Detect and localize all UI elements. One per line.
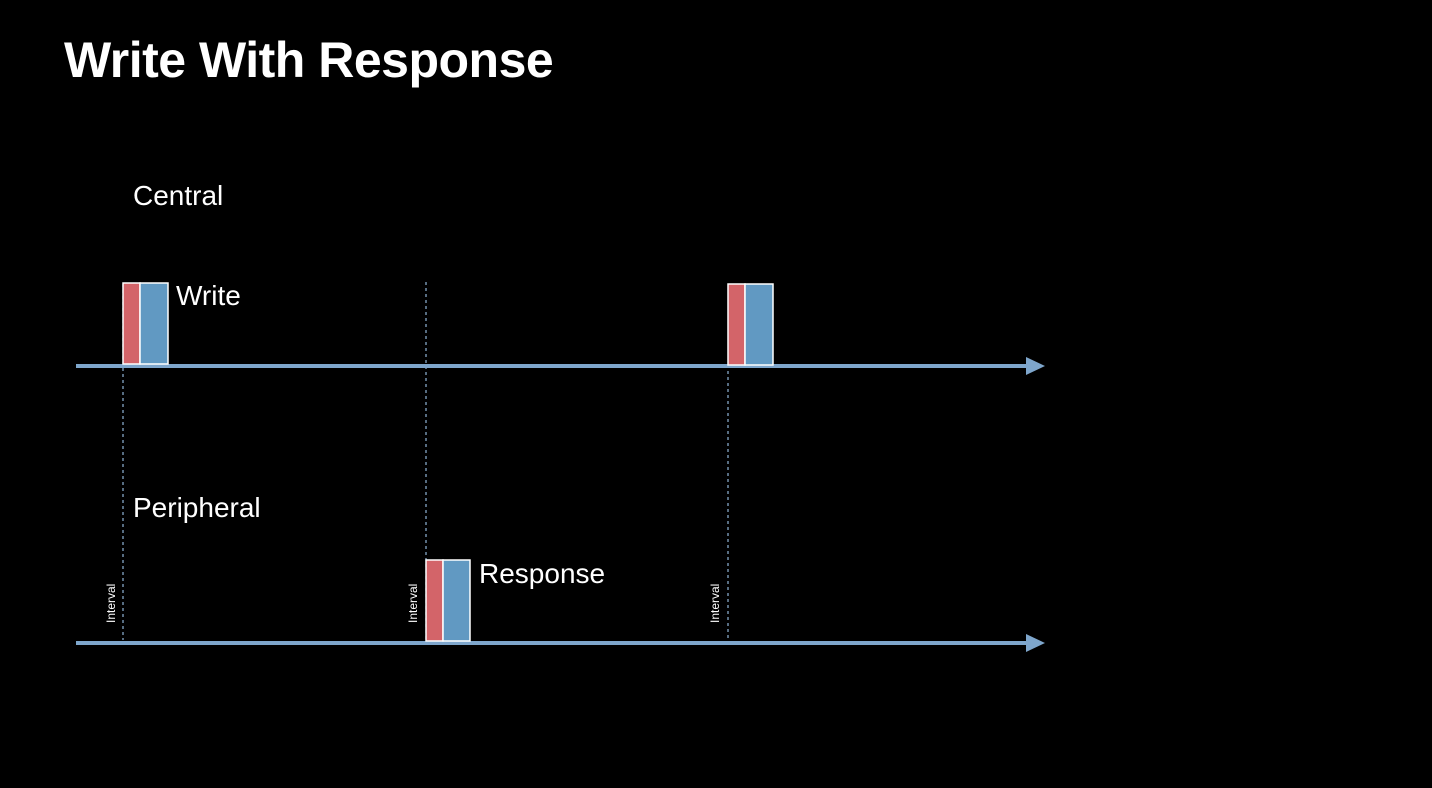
central-lane-label: Central [133,180,224,211]
response-label: Response [479,558,606,589]
central-timeline-arrow [76,357,1045,375]
central-write-packet-1 [122,282,169,365]
interval-label-2: Interval [406,583,420,623]
peripheral-lane-label: Peripheral [133,492,261,523]
write-label: Write [176,280,241,311]
central-write-packet-2 [727,283,774,366]
interval-label-1: Interval [104,583,118,623]
slide-title: Write With Response [64,32,554,88]
interval-label-3: Interval [708,583,722,623]
peripheral-response-packet [425,559,471,642]
peripheral-timeline-arrow [76,634,1045,652]
